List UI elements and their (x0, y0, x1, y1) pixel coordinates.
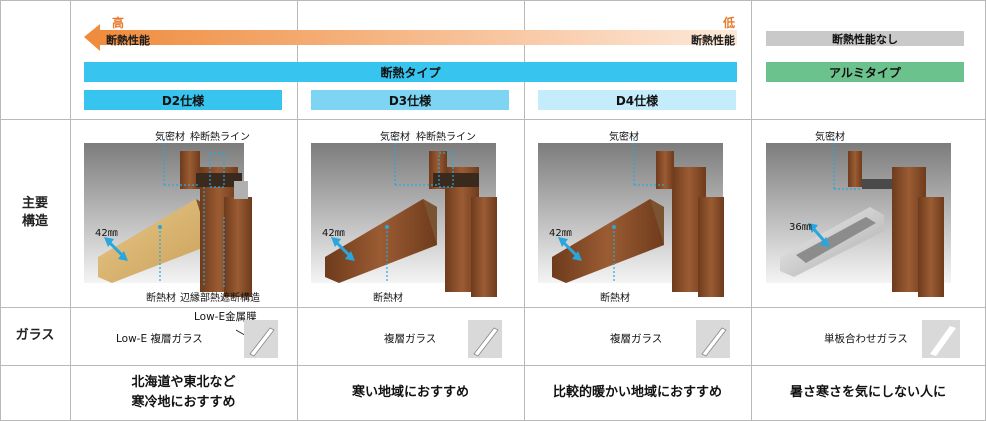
d3-size-label: 42㎜ (322, 228, 345, 239)
grid-line (297, 0, 298, 421)
alumi-recommendation: 暑さ寒さを気にしない人に (789, 384, 946, 400)
row-label-glass: ガラス (15, 328, 55, 343)
d2-recommendation: 北海道や東北など 寒冷地におすすめ (70, 365, 297, 420)
grid-line (70, 0, 71, 421)
grid-line (0, 307, 986, 308)
grid-line (524, 0, 525, 421)
d2-edge-label: 辺縁部熱遮断構造 (180, 293, 260, 304)
d3-recommendation: 寒い地域におすすめ (351, 384, 469, 400)
insulation-performance-arrow: 高 低 断熱性能 断熱性能 (84, 14, 737, 54)
low-e-glass-icon (236, 320, 278, 358)
alumi-size-label: 36㎜ (789, 222, 812, 233)
spec-d3-bar: D3仕様 (311, 90, 509, 110)
d2-size-label: 42㎜ (95, 228, 118, 239)
no-performance-bar: 断熱性能なし (766, 31, 964, 46)
spec-d4-bar: D4仕様 (538, 90, 736, 110)
d2-recommendation-line1: 北海道や東北など (131, 374, 236, 390)
alumi-type-bar: アルミタイプ (766, 62, 964, 82)
double-glass-icon (468, 320, 502, 358)
double-glass-icon-d4 (696, 320, 730, 358)
d2-recommendation-line2: 寒冷地におすすめ (131, 394, 236, 410)
structure-diagram-d3 (311, 139, 497, 297)
structure-diagram-alumi (766, 139, 951, 297)
arrow-shape (84, 24, 737, 51)
d3-insulation-label: 断熱材 (373, 293, 403, 304)
d2-glass-callout: Low-E金属膜 (194, 311, 257, 323)
d4-size-label: 42㎜ (549, 228, 572, 239)
grid-line (0, 365, 986, 366)
d2-airtight-label: 気密材 (155, 132, 185, 143)
d2-frame-line-label: 枠断熱ライン (190, 132, 250, 143)
insulated-type-bar: 断熱タイプ (84, 62, 737, 82)
low-label: 低 (722, 16, 735, 30)
grid-line (751, 0, 752, 421)
d3-glass-label: 複層ガラス (384, 333, 437, 345)
alumi-airtight-label: 気密材 (815, 132, 845, 143)
performance-label-left: 断熱性能 (106, 34, 150, 47)
grid-line (0, 119, 986, 120)
d2-glass-label: Low-E 複層ガラス (116, 333, 203, 345)
d2-insulation-label: 断熱材 (146, 293, 176, 304)
d4-insulation-label: 断熱材 (600, 293, 630, 304)
performance-label-right: 断熱性能 (691, 34, 735, 47)
high-label: 高 (112, 16, 125, 30)
spec-d2-bar: D2仕様 (84, 90, 282, 110)
d4-recommendation: 比較的暖かい地域におすすめ (552, 384, 722, 400)
d3-frame-line-label: 枠断熱ライン (416, 132, 476, 143)
d3-airtight-label: 気密材 (380, 132, 410, 143)
d4-glass-label: 複層ガラス (610, 333, 663, 345)
d4-airtight-label: 気密材 (609, 132, 639, 143)
structure-diagram-d2 (84, 139, 252, 297)
row-label-structure: 主要 構造 (21, 196, 48, 229)
structure-diagram-d4 (538, 139, 724, 297)
grid-line (0, 0, 986, 1)
laminated-glass-icon (922, 320, 960, 358)
grid-line (0, 0, 1, 421)
alumi-glass-label: 単板合わせガラス (824, 333, 908, 345)
